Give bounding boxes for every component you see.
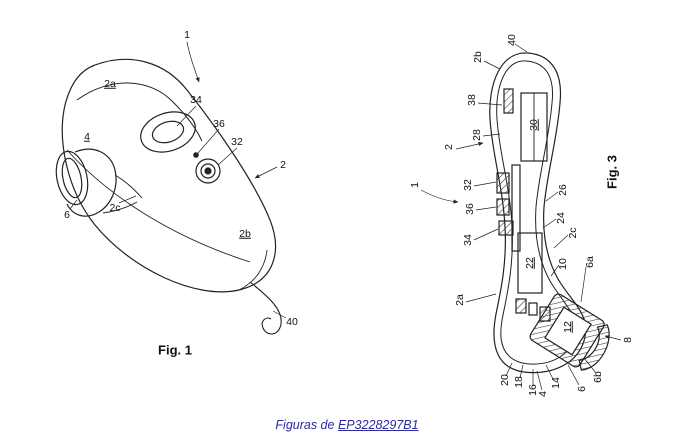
ref-label-fig3-2: 2 (442, 144, 455, 150)
ref-label-fig3-32: 32 (461, 179, 474, 191)
fig1-earbud-joint-bottom (102, 201, 138, 214)
ref-label-fig3-2b: 2b (471, 51, 484, 63)
fig1-cable (249, 281, 282, 335)
ref-label-fig1-1: 1 (184, 28, 190, 41)
fig1-caption: Fig. 1 (158, 342, 192, 358)
ref-label-fig3-6: 6 (575, 386, 588, 392)
fig3-driver-12 (544, 306, 592, 356)
fig3-speaker-assembly (529, 293, 610, 371)
ref-label-fig3-2a: 2a (453, 294, 466, 306)
fig3-line-art (489, 52, 610, 374)
ref-label-fig1-40: 40 (286, 315, 298, 328)
figure-3: 40 2b 38 30 28 2 1 32 36 26 34 24 22 2c … (400, 15, 680, 415)
ref-label-fig1-2c: 2c (109, 201, 121, 214)
fig3-leader-lines (420, 43, 622, 391)
fig3-part-32 (496, 172, 510, 194)
fig1-earbud-cap (55, 150, 89, 206)
ref-label-fig1-36: 36 (213, 117, 225, 130)
fig1-mid-contour (66, 149, 251, 263)
fig3-dome-8 (578, 324, 610, 371)
fig1-small-button-core (204, 167, 212, 175)
ref-label-fig3-20: 20 (498, 374, 511, 386)
ref-label-fig3-30: 30 (527, 119, 540, 131)
fig1-body-outline (61, 58, 277, 293)
fig1-rim-line (238, 249, 268, 291)
ref-label-fig3-4: 4 (536, 391, 549, 397)
ref-label-fig1-2a: 2a (104, 77, 116, 90)
fig1-top-face-edge (76, 82, 203, 142)
fig1-earbud-body (66, 148, 117, 217)
ref-label-fig1-4: 4 (84, 130, 90, 143)
ref-label-fig1-6: 6 (64, 208, 70, 221)
fig3-cross-section-drawing (420, 43, 622, 391)
ref-label-fig3-40: 40 (505, 34, 518, 46)
figure-1: 1 2a 34 36 32 2 4 6 2c 2b 40 Fig. 1 (15, 10, 375, 390)
fig3-connector-16 (528, 302, 538, 316)
fig3-part-34 (498, 220, 514, 236)
ref-label-fig3-24: 24 (554, 212, 567, 224)
fig1-small-button-outer (195, 158, 221, 184)
ref-label-fig3-1: 1 (408, 182, 421, 188)
fig3-module-22 (517, 232, 543, 294)
fig1-small-button-mid (200, 163, 216, 179)
ref-label-fig3-12: 12 (561, 321, 574, 333)
fig1-button-outer (140, 111, 196, 153)
fig1-earpiece-drawing (55, 41, 287, 335)
ref-label-fig1-2b: 2b (239, 227, 251, 240)
fig1-earbud-joint-top (114, 174, 143, 199)
ref-label-fig1-2: 2 (280, 158, 286, 171)
ref-label-fig3-6b: 6b (591, 371, 604, 383)
ref-label-fig3-28: 28 (470, 129, 483, 141)
fig3-pcb (511, 164, 521, 252)
ref-label-fig3-10: 10 (556, 258, 569, 270)
patent-link[interactable]: EP3228297B1 (337, 418, 419, 432)
fig1-mic-dot (193, 152, 199, 158)
page-caption: Figuras de EP3228297B1 (0, 418, 694, 432)
fig3-connector-20 (515, 298, 527, 314)
ref-label-fig3-38: 38 (465, 94, 478, 106)
ref-label-fig3-2c: 2c (566, 227, 579, 239)
fig1-earbud-cap-inner (61, 157, 83, 199)
fig3-caption: Fig. 3 (604, 155, 620, 189)
fig1-button-inner (151, 120, 185, 144)
fig3-part-36 (496, 198, 510, 216)
ref-label-fig3-34: 34 (461, 234, 474, 246)
ref-label-fig1-34: 34 (190, 93, 202, 106)
ref-label-fig3-26: 26 (556, 184, 569, 196)
ref-label-fig3-6a: 6a (583, 256, 596, 268)
ref-label-fig3-14: 14 (549, 377, 562, 389)
caption-prefix: Figuras de (275, 418, 338, 432)
ref-label-fig3-22: 22 (523, 257, 536, 269)
ref-label-fig1-32: 32 (231, 135, 243, 148)
fig3-shell-inner (496, 60, 577, 365)
ref-label-fig3-18: 18 (512, 376, 525, 388)
fig3-part-38 (503, 88, 514, 114)
fig1-line-art (55, 58, 282, 335)
fig1-leader-lines (69, 41, 287, 319)
ref-label-fig3-8: 8 (621, 337, 634, 343)
ref-label-fig3-36: 36 (463, 203, 476, 215)
